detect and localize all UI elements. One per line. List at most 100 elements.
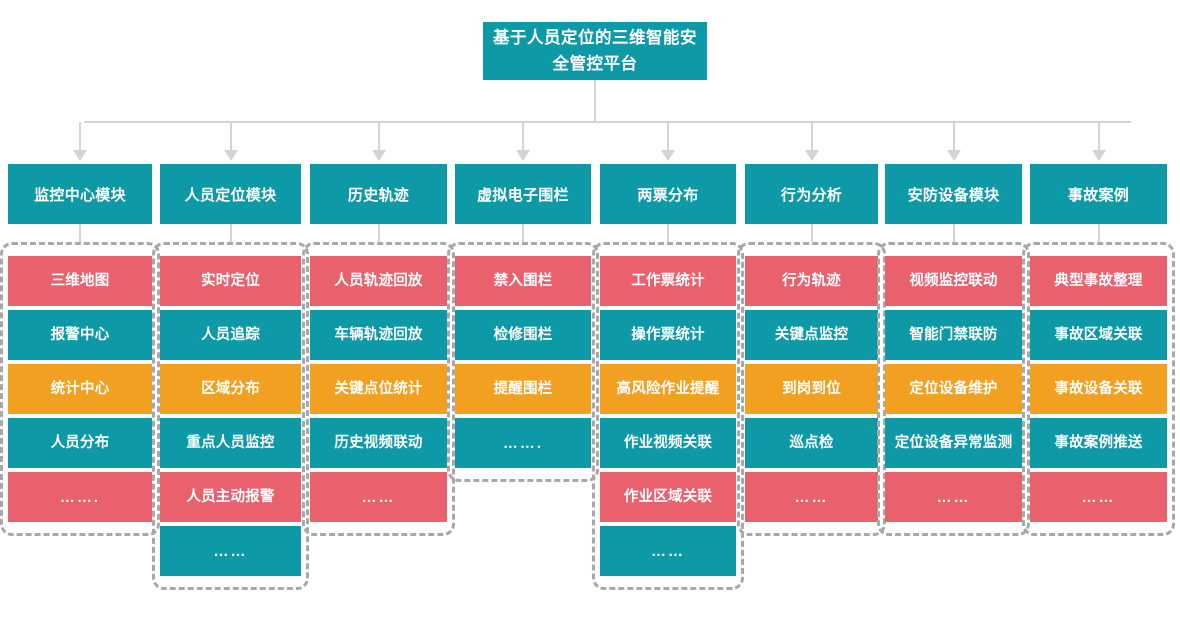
- bus-drop-connector-security-device: [952, 122, 955, 152]
- module-item[interactable]: 定位设备维护: [885, 364, 1022, 414]
- module-item[interactable]: 到岗到位: [745, 364, 878, 414]
- module-item[interactable]: 报警中心: [8, 310, 152, 360]
- module-item[interactable]: 三维地图: [8, 256, 152, 306]
- module-item-label: 重点人员监控: [186, 434, 275, 451]
- module-item-label: 车辆轨迹回放: [334, 326, 423, 343]
- module-item[interactable]: ……: [160, 526, 301, 576]
- root-node-label: 基于人员定位的三维智能安全管控平台: [493, 29, 697, 73]
- module-item[interactable]: 重点人员监控: [160, 418, 301, 468]
- module-item[interactable]: 高风险作业提醒: [600, 364, 736, 414]
- module-item[interactable]: 关键点监控: [745, 310, 878, 360]
- module-stem-connector-behavior-analysis: [810, 224, 813, 242]
- module-item-label: 三维地图: [50, 272, 110, 289]
- module-item-label: 区域分布: [201, 380, 260, 397]
- arrowhead-icon-monitor-center: [73, 150, 87, 161]
- bus-drop-connector-personnel-positioning: [229, 122, 232, 152]
- module-header-security-device[interactable]: 安防设备模块: [885, 164, 1022, 224]
- module-item[interactable]: ……: [1030, 472, 1167, 522]
- module-item-label: ……: [361, 488, 396, 506]
- module-item[interactable]: 典型事故整理: [1030, 256, 1167, 306]
- module-item[interactable]: 事故区域关联: [1030, 310, 1167, 360]
- module-item[interactable]: 行为轨迹: [745, 256, 878, 306]
- module-item-label: 作业区域关联: [623, 488, 713, 505]
- module-item[interactable]: 区域分布: [160, 364, 301, 414]
- module-item[interactable]: 工作票统计: [600, 256, 736, 306]
- module-item-label: 人员分布: [50, 434, 110, 451]
- module-item[interactable]: 定位设备异常监测: [885, 418, 1022, 468]
- module-header-behavior-analysis[interactable]: 行为分析: [745, 164, 878, 224]
- module-item[interactable]: 事故案例推送: [1030, 418, 1167, 468]
- module-item[interactable]: 关键点位统计: [310, 364, 447, 414]
- module-item[interactable]: 人员轨迹回放: [310, 256, 447, 306]
- module-item[interactable]: ……: [745, 472, 878, 522]
- module-item[interactable]: 统计中心: [8, 364, 152, 414]
- module-header-label: 监控中心模块: [34, 186, 126, 204]
- module-item[interactable]: …….: [8, 472, 152, 522]
- module-stem-connector-security-device: [952, 224, 955, 242]
- bus-drop-connector-virtual-fence: [522, 122, 524, 152]
- module-item[interactable]: 巡点检: [745, 418, 878, 468]
- module-item-label: ……: [794, 488, 829, 506]
- module-item[interactable]: 检修围栏: [455, 310, 591, 360]
- module-item[interactable]: 车辆轨迹回放: [310, 310, 447, 360]
- module-stem-connector-accident-case: [1097, 224, 1100, 242]
- module-item[interactable]: 人员主动报警: [160, 472, 301, 522]
- module-item-label: 巡点检: [789, 434, 834, 451]
- module-item[interactable]: 历史视频联动: [310, 418, 447, 468]
- module-header-label: 行为分析: [780, 186, 843, 204]
- module-item-label: 事故案例推送: [1054, 434, 1143, 451]
- bus-drop-connector-history-track: [377, 122, 380, 152]
- module-header-monitor-center[interactable]: 监控中心模块: [8, 164, 152, 224]
- arrowhead-icon-behavior-analysis: [804, 150, 819, 161]
- module-item[interactable]: 作业区域关联: [600, 472, 736, 522]
- module-header-label: 历史轨迹: [347, 186, 410, 204]
- module-item-label: 提醒围栏: [493, 380, 553, 397]
- module-item-label: 统计中心: [50, 380, 110, 397]
- module-item[interactable]: 禁入围栏: [455, 256, 591, 306]
- module-item[interactable]: 视频监控联动: [885, 256, 1022, 306]
- module-item-label: ……: [651, 542, 685, 560]
- module-item-label: 操作票统计: [631, 326, 705, 343]
- module-item[interactable]: 提醒围栏: [455, 364, 591, 414]
- module-header-history-track[interactable]: 历史轨迹: [310, 164, 447, 224]
- module-group-security-device: [877, 242, 1030, 536]
- bus-drop-connector-monitor-center: [79, 122, 81, 152]
- module-item-label: …….: [59, 488, 101, 506]
- module-item[interactable]: 人员分布: [8, 418, 152, 468]
- module-item-label: 典型事故整理: [1054, 272, 1143, 289]
- root-node[interactable]: 基于人员定位的三维智能安全管控平台: [483, 22, 707, 80]
- module-item-label: ……: [1081, 488, 1116, 506]
- module-item[interactable]: ……: [600, 526, 736, 576]
- module-item-label: 事故区域关联: [1054, 326, 1143, 343]
- module-item[interactable]: 人员追踪: [160, 310, 301, 360]
- module-item[interactable]: 智能门禁联防: [885, 310, 1022, 360]
- module-item[interactable]: 作业视频关联: [600, 418, 736, 468]
- module-header-two-tickets[interactable]: 两票分布: [600, 164, 736, 224]
- module-item[interactable]: ……: [885, 472, 1022, 522]
- module-stem-connector-two-tickets: [667, 224, 669, 242]
- module-item-label: 作业视频关联: [623, 434, 713, 451]
- module-item-label: 到岗到位: [782, 380, 841, 397]
- module-group-behavior-analysis: [737, 242, 886, 536]
- module-item-label: 工作票统计: [631, 272, 705, 289]
- module-item-label: 定位设备异常监测: [894, 434, 1013, 451]
- module-item-label: …….: [502, 434, 544, 452]
- module-item-label: 人员追踪: [201, 326, 260, 343]
- module-stem-connector-monitor-center: [79, 224, 81, 242]
- module-item[interactable]: 操作票统计: [600, 310, 736, 360]
- module-item[interactable]: …….: [455, 418, 591, 468]
- module-header-virtual-fence[interactable]: 虚拟电子围栏: [455, 164, 591, 224]
- module-header-label: 虚拟电子围栏: [477, 186, 569, 204]
- module-item[interactable]: ……: [310, 472, 447, 522]
- module-item[interactable]: 实时定位: [160, 256, 301, 306]
- module-header-accident-case[interactable]: 事故案例: [1030, 164, 1167, 224]
- module-item-label: ……: [936, 488, 971, 506]
- arrowhead-icon-history-track: [371, 150, 386, 161]
- module-item-label: 定位设备维护: [909, 380, 998, 397]
- module-header-label: 事故案例: [1067, 186, 1130, 204]
- module-header-personnel-positioning[interactable]: 人员定位模块: [160, 164, 301, 224]
- arrowhead-icon-security-device: [946, 150, 961, 161]
- module-item[interactable]: 事故设备关联: [1030, 364, 1167, 414]
- bus-drop-connector-two-tickets: [667, 122, 669, 152]
- module-header-label: 人员定位模块: [184, 186, 277, 204]
